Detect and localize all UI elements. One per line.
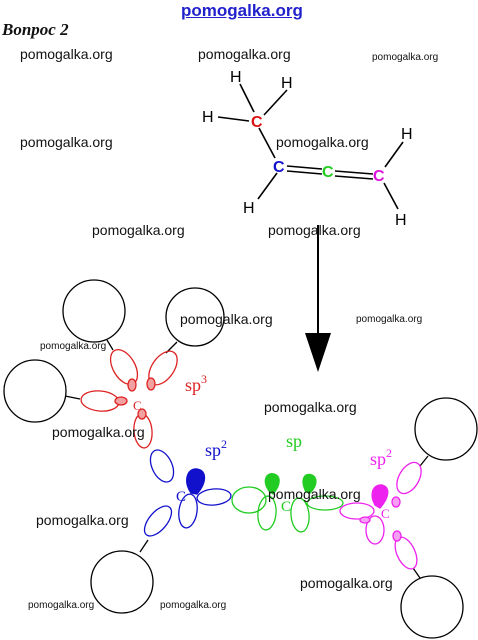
sp-carbon-symbol: C [281,499,291,515]
hydrogen-label: H [230,69,242,86]
hybridization-label-sp2-right: sp2 [370,446,392,469]
watermark-text: pomogalka.org [92,222,185,238]
double-bond-line [334,175,374,180]
bond-line [239,83,255,113]
sp2-right-orbitals [339,461,422,570]
watermark-text: pomogalka.org [356,314,423,325]
watermark-text: pomogalka.org [40,341,107,352]
bond-line [257,172,278,200]
sp3-carbon-symbol: C [133,398,142,413]
watermark-text: pomogalka.org [268,486,361,502]
orbital-diagram: C C C [3,279,478,639]
sigma-bond-line [106,339,114,351]
watermark-text: pomogalka.org [36,512,129,528]
hydrogen-s-orbital [3,359,67,423]
hydrogen-s-orbital [414,397,478,461]
sigma-bond-line [412,567,421,579]
hydrogen-s-orbital [400,575,464,639]
watermark-text: pomogalka.org [180,311,273,327]
carbon-atom-sp2-right: C [373,168,385,185]
bond-line [383,182,399,210]
sp2-left-carbon-symbol: C [176,489,186,505]
watermark-text: pomogalka.org [264,399,357,415]
hybridization-label-sp: sp [286,431,302,451]
watermark-text: pomogalka.org [52,424,145,440]
down-arrow [305,225,331,372]
sp2-left-orbitals [143,449,232,537]
sp2-right-carbon-symbol: C [381,506,390,521]
carbon-atom-sp3: C [251,114,263,131]
bond-line [384,141,404,168]
double-bond-line [286,165,323,170]
watermark-text: pomogalka.org [160,600,227,611]
bond-line [258,127,276,159]
hydrogen-label: H [202,109,214,126]
watermark-text: pomogalka.org [276,134,369,150]
double-bond-line [286,170,323,175]
watermark-text: pomogalka.org [372,52,439,63]
carbon-atom-sp2-left: C [273,159,285,176]
hydrogen-s-orbital [62,279,126,343]
sigma-bond-line [64,395,81,400]
sigma-bond-line [139,539,149,553]
hydrogen-label: H [395,212,407,229]
hydrogen-label: H [243,200,255,217]
structural-formula: H H H H H H C C C C [202,69,413,229]
hybridization-label-sp3: sp3 [185,372,207,395]
watermark-text: pomogalka.org [20,134,113,150]
bond-line [263,89,288,116]
carbon-atom-sp: C [322,164,334,181]
arrow-head-icon [305,333,331,372]
watermark-text: pomogalka.org [28,600,95,611]
hydrogen-s-orbital [165,287,225,347]
hydrogen-s-orbital [90,550,154,614]
watermark-text: pomogalka.org [268,222,361,238]
watermark-text: pomogalka.org [20,46,113,62]
watermark-text: pomogalka.org [300,575,393,591]
hydrogen-label: H [281,75,293,92]
double-bond-line [334,170,374,175]
sp-hybrid-orbitals [231,473,344,533]
sp3-hybrid-orbitals [80,349,178,449]
bond-line [217,116,250,122]
site-header-link[interactable]: pomogalka.org [181,1,303,20]
hybridization-label-sp2-left: sp2 [205,437,227,460]
watermark-text: pomogalka.org [198,46,291,62]
question-title: Вопрос 2 [2,20,69,39]
hydrogen-label: H [401,126,413,143]
sigma-bond-line [419,455,429,467]
